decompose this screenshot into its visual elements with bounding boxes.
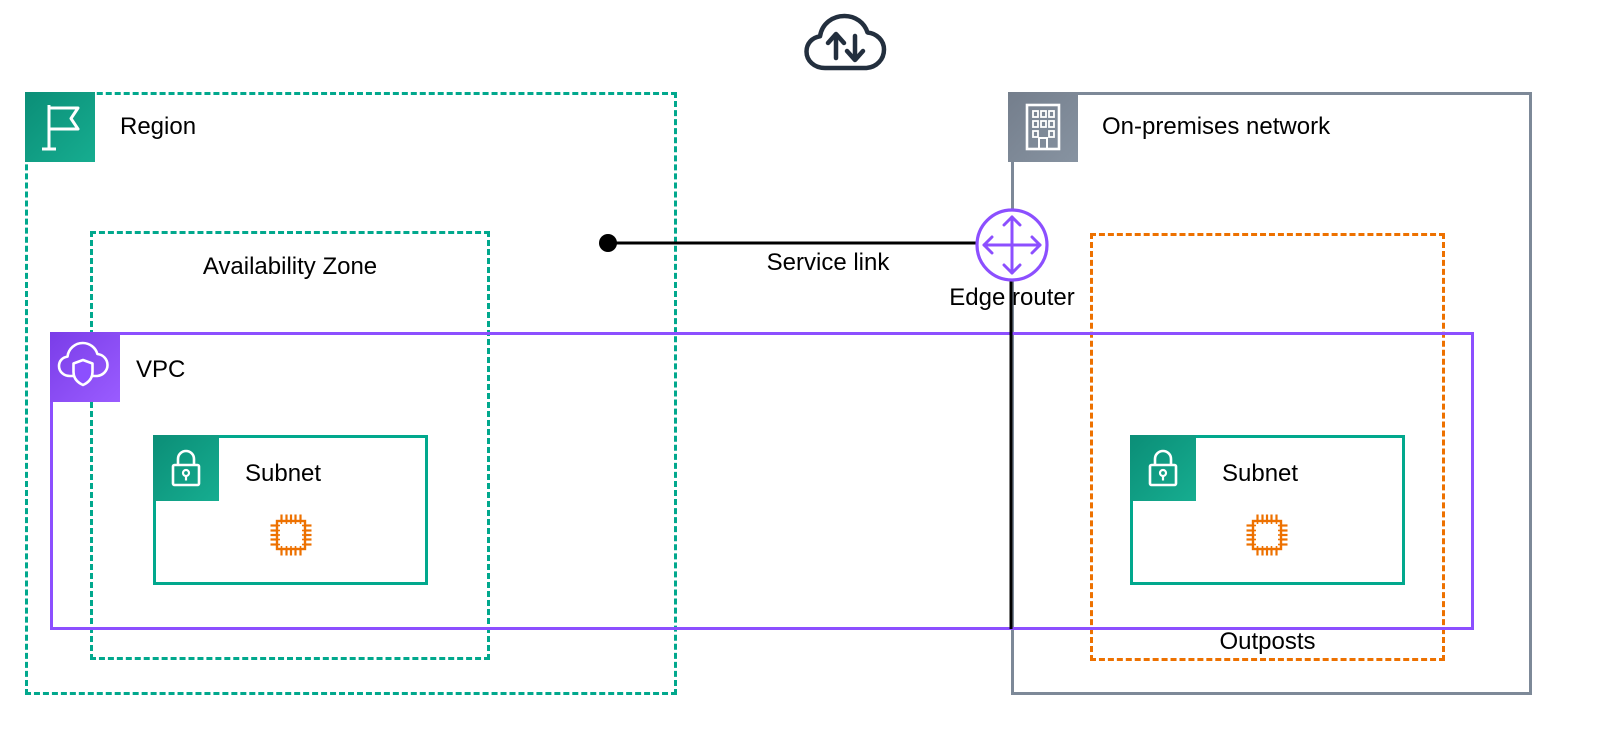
instance-chip-icon (1243, 511, 1291, 559)
on-premises-network-label: On-premises network (1102, 113, 1331, 140)
vpc-cloud-shield-icon (50, 332, 120, 402)
instance-chip-icon (267, 511, 315, 559)
availability-zone-label: Availability Zone (202, 253, 378, 280)
subnet-region-lock-icon (153, 435, 219, 501)
availability-zone-box (90, 231, 490, 660)
service-link-label: Service link (766, 249, 890, 276)
subnet-region-label: Subnet (245, 460, 322, 487)
edge-router-icon (973, 206, 1051, 284)
on-premises-building-icon (1008, 92, 1078, 162)
outposts-box (1090, 233, 1445, 661)
subnet-outposts-label: Subnet (1222, 460, 1299, 487)
outposts-label: Outposts (1219, 628, 1316, 655)
subnet-outposts-lock-icon (1130, 435, 1196, 501)
region-box (25, 92, 677, 695)
edge-router-label: Edge router (949, 284, 1075, 311)
vpc-box (50, 332, 1474, 630)
cloud-updown-arrows-icon (798, 8, 898, 80)
service-link-endpoint-dot (599, 234, 617, 252)
vpc-label: VPC (136, 356, 186, 383)
region-flag-icon (25, 92, 95, 162)
region-label: Region (120, 113, 197, 140)
